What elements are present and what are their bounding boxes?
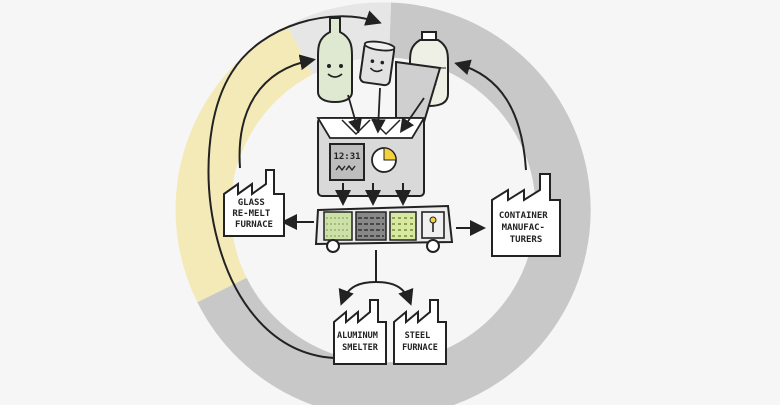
glass-furnace-label-1: GLASS: [238, 198, 265, 208]
truck-wheel: [426, 239, 440, 253]
truck-load-arrows: [335, 183, 411, 206]
steel-furnace-label-1: STEEL: [405, 331, 431, 341]
outer-loop-arrow: [207, 10, 382, 359]
truck-output-arrows: [281, 214, 486, 306]
factory-icon: [333, 299, 387, 365]
machine-display-time: 12:31: [333, 152, 360, 162]
machine-logo-icon: [371, 147, 397, 173]
aluminum-can-icon: [359, 40, 396, 87]
glass-return-arrow: [238, 54, 316, 169]
ring-gray-segment: [197, 2, 591, 405]
container-manufacturers-label-3: TURERS: [510, 235, 543, 245]
container-manufacturers-factory: CONTAINER MANUFAC- TURERS: [491, 173, 561, 257]
truck-wheel: [326, 239, 340, 253]
manufacturer-return-arrow: [454, 59, 527, 171]
aluminum-smelter-label-1: ALUMINUM: [337, 331, 378, 341]
machine-screen: [329, 143, 365, 181]
factory-icon: [223, 169, 285, 237]
factory-icon: [393, 299, 447, 365]
reverse-vending-machine-icon: 12:31: [316, 60, 442, 197]
steel-furnace-label-2: FURNACE: [402, 343, 438, 353]
aluminum-smelter-label-2: SMELTER: [342, 343, 379, 353]
glass-bottle-icon: [317, 17, 353, 104]
bale-glass: [323, 211, 353, 241]
machine-lid: [395, 60, 442, 123]
container-manufacturers-label-1: CONTAINER: [499, 211, 548, 221]
glass-furnace-label-2: RE-MELT: [232, 209, 271, 219]
glass-furnace-label-3: FURNACE: [235, 220, 273, 230]
glass-furnace-factory: GLASS RE-MELT FURNACE: [223, 169, 285, 237]
sorting-truck: [314, 204, 454, 253]
svg-text:GLASS RE-MELT FURN: GLASS RE-MELT FURNACE: [232, 198, 275, 230]
ring-yellow-segment: [175, 25, 314, 303]
svg-text:CONTAINER MANUFAC-: CONTAINER MANUFAC- TURERS: [499, 211, 553, 245]
factory-icon: [491, 173, 561, 257]
aluminum-smelter-factory: ALUMINUM SMELTER: [333, 299, 387, 365]
bale-plastic: [389, 211, 417, 241]
svg-text:STEEL FURNACE: STEEL FURNACE: [402, 331, 438, 353]
steel-furnace-factory: STEEL FURNACE: [393, 299, 447, 365]
return-loop-arrows: [207, 10, 527, 359]
forklift-icon: [421, 211, 445, 239]
container-manufacturers-label-2: MANUFAC-: [502, 223, 545, 233]
svg-text:ALUMINUM SMELTER: ALUMINUM SMELTER: [337, 331, 383, 353]
deposit-arrows: [347, 87, 425, 134]
